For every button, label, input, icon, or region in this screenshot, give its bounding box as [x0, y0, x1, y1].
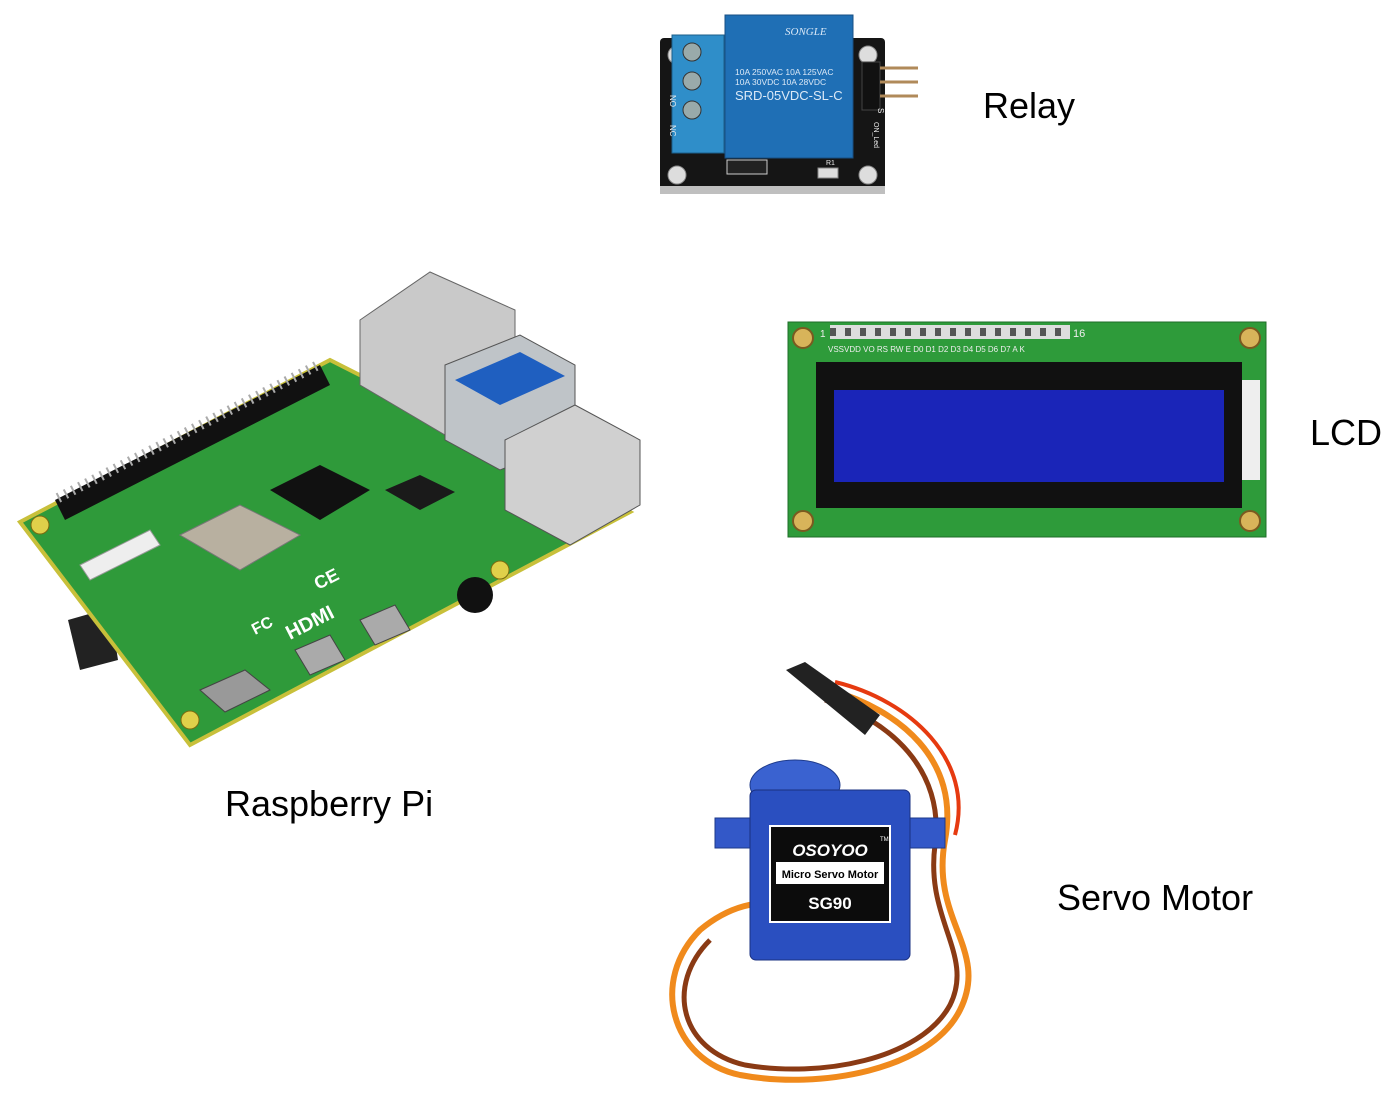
led-label: ON_Led: [872, 122, 879, 148]
lcd-pin-last: 16: [1073, 328, 1085, 340]
servo-desc: Micro Servo Motor: [782, 869, 879, 881]
resistor-label: R1: [826, 160, 835, 167]
gpio-header: [55, 360, 330, 520]
servo-tm: TM: [880, 837, 889, 843]
ram-chip: [270, 465, 370, 520]
servo-model: SG90: [808, 894, 851, 913]
servo-wire-orange: [669, 687, 972, 1083]
relay-rating-1: 10A 250VAC 10A 125VAC: [735, 67, 833, 77]
lcd-module-image: 1 16 VSSVDD VO RS RW E D0 D1 D2 D3 D4 D5…: [787, 321, 1267, 538]
relay-brand: SONGLE: [785, 26, 827, 38]
servo-motor-image: OSOYOO TM Micro Servo Motor SG90: [669, 662, 972, 1083]
lcd-pin-first: 1: [820, 329, 826, 340]
lcd-header-pins: [830, 325, 1070, 339]
pin-label-nc: NC: [668, 125, 677, 137]
lcd-label: LCD: [1310, 412, 1383, 453]
usb2-ports: [504, 404, 641, 546]
servo-motor-label: Servo Motor: [1057, 877, 1254, 918]
pin-label-no: NO: [668, 95, 677, 107]
usb-c-port: [199, 669, 271, 713]
servo-brand: OSOYOO: [792, 841, 868, 860]
relay-module-image: SONGLE 10A 250VAC 10A 125VAC 10A 30VDC 1…: [660, 14, 918, 194]
relay-model: SRD-05VDC-SL-C: [735, 88, 843, 103]
micro-hdmi-0: [294, 634, 346, 676]
relay-rating-2: 10A 30VDC 10A 28VDC: [735, 77, 826, 87]
raspberry-pi-image: HDMI CE FC: [16, 271, 641, 748]
micro-hdmi-1: [359, 604, 411, 646]
audio-jack: [457, 577, 493, 613]
servo-connector: [786, 662, 880, 735]
relay-body: [724, 14, 854, 159]
lcd-pin-labels: VSSVDD VO RS RW E D0 D1 D2 D3 D4 D5 D6 D…: [828, 345, 1025, 354]
soc-chip: [178, 504, 302, 571]
lcd-screen: [834, 390, 1224, 482]
raspberry-pi-label: Raspberry Pi: [225, 783, 434, 824]
servo-wire-brown: [681, 697, 960, 1072]
relay-label: Relay: [983, 85, 1076, 126]
pin-label-s: S: [876, 108, 885, 113]
